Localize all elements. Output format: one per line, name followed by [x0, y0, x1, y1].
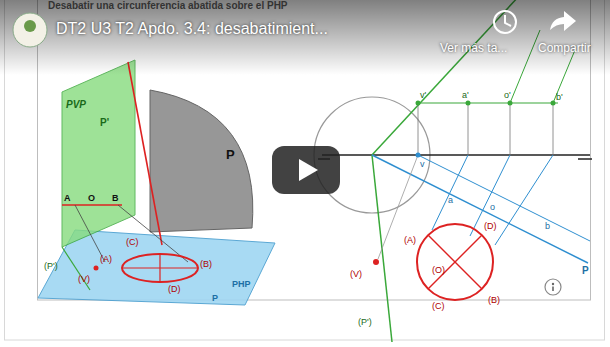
point-label: v' [420, 91, 426, 100]
share-icon [550, 11, 576, 31]
point-label: b [545, 222, 550, 231]
line [470, 155, 510, 236]
point [466, 101, 471, 106]
point [373, 259, 379, 265]
watch-later-icon [494, 11, 516, 33]
play-button [272, 146, 340, 194]
point-label: (B) [200, 260, 212, 269]
trace-p [372, 155, 588, 263]
overlay [0, 0, 610, 75]
info-dot [552, 283, 554, 285]
point-label: (V) [78, 275, 90, 284]
point-label: v [420, 160, 425, 169]
circle [417, 224, 493, 300]
diameter [159, 254, 160, 282]
point-label: (A) [404, 236, 416, 245]
point [416, 101, 421, 106]
elevation-line [418, 102, 558, 103]
pvp-plane [62, 60, 135, 247]
point-label: b' [556, 93, 563, 102]
plane-name: P [226, 148, 235, 161]
point-label: (B) [488, 296, 500, 305]
logo-mark [24, 20, 36, 32]
trace-label: (P') [358, 318, 372, 327]
play-triangle [299, 159, 318, 181]
line [495, 155, 553, 245]
diameter [428, 235, 482, 289]
line [378, 155, 418, 259]
point-label: o' [504, 91, 511, 100]
plane-p [150, 90, 253, 232]
line [418, 155, 590, 241]
channel-logo [13, 13, 47, 47]
plane-name: P [582, 266, 589, 276]
info-stem [552, 287, 554, 292]
projector [510, 103, 511, 155]
trace-line [62, 247, 90, 290]
tick [578, 158, 592, 160]
segment-ab [62, 204, 122, 205]
slide-heading: Desabatir una circunferencia abatida sob… [48, 1, 288, 11]
projector [553, 103, 554, 155]
point [508, 101, 513, 106]
projector [75, 205, 105, 262]
projector [418, 103, 419, 155]
point [94, 266, 99, 271]
circle [122, 254, 198, 282]
trace-label: (P') [44, 262, 58, 271]
point-label: (V) [350, 270, 362, 279]
plane-name: PVP [66, 100, 86, 110]
point [416, 153, 421, 158]
point-label: a [448, 196, 453, 205]
point-label: O [88, 194, 95, 203]
point-label: (O) [432, 266, 445, 275]
point-label: a' [462, 91, 469, 100]
point-label: (D) [168, 285, 181, 294]
plane-name: PHP [232, 280, 251, 289]
clock-hands [505, 15, 511, 26]
overlay-button: Ver más ta... [440, 42, 507, 54]
point-label: A [64, 194, 71, 203]
point-label: (C) [432, 302, 445, 311]
point-label: (A) [100, 255, 112, 264]
ground-line [322, 154, 590, 156]
info-icon [545, 279, 561, 295]
point [551, 101, 556, 106]
point-label: (D) [484, 222, 497, 231]
point-label: o [490, 203, 495, 212]
point-label: B [112, 194, 119, 203]
point-label: (C) [126, 238, 139, 247]
overlay-button: Compartir [538, 42, 591, 54]
video-title: DT2 U3 T2 Apdo. 3.4: desabatimient... [56, 20, 328, 38]
projector [468, 103, 469, 155]
plane-name: P [212, 294, 218, 303]
plane-name: P' [100, 118, 109, 128]
diameter [428, 235, 482, 289]
line [432, 155, 468, 230]
